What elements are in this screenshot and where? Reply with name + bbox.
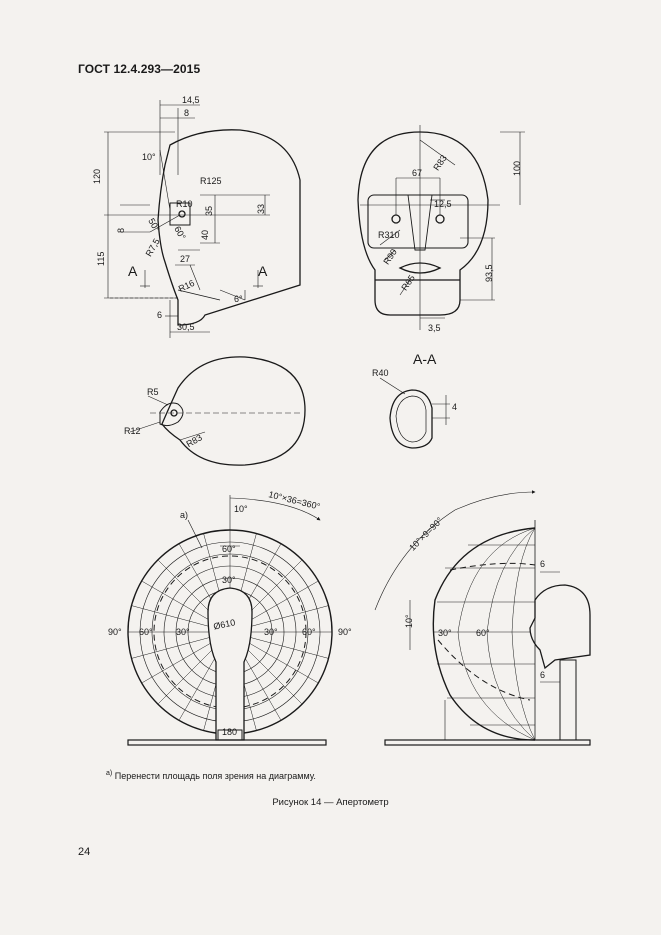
dim-label: 60° xyxy=(139,627,153,637)
dim-label: 30° xyxy=(264,627,278,637)
dim-label: R7,5 xyxy=(144,237,162,258)
dim-label: 30° xyxy=(222,575,236,585)
dim-label: 10° xyxy=(142,152,156,162)
dim-label: 33 xyxy=(256,204,266,214)
perimeter-side: 10°×9=90° 6 10° 30° 60° 6 xyxy=(374,490,591,746)
dim-label: R83 xyxy=(431,153,449,172)
dim-label: 67 xyxy=(412,168,422,178)
dim-label: 93,5 xyxy=(484,264,494,282)
dim-label: 3,5 xyxy=(428,323,441,333)
dim-label: 40 xyxy=(200,230,210,240)
dim-label: 6° xyxy=(234,294,243,304)
dim-label: 14,5 xyxy=(182,95,200,105)
dim-label: R65 xyxy=(399,273,417,292)
top-view: R5 R12 R83 xyxy=(124,356,306,466)
footnote-marker: а) xyxy=(106,770,113,777)
front-view: 100 R83 67 12,5 R310 R90 R65 93,5 3,5 xyxy=(357,125,525,333)
dim-label: 6 xyxy=(157,310,162,320)
dim-label: 12,5 xyxy=(434,199,452,209)
dim-label: 120 xyxy=(92,169,102,184)
figure-caption: Рисунок 14 — Апертометр xyxy=(272,797,389,808)
page-number: 24 xyxy=(78,846,91,858)
dim-label: 27 xyxy=(180,254,190,264)
dim-label: R310 xyxy=(378,230,400,240)
note-marker: a) xyxy=(180,510,188,520)
dim-label: 8 xyxy=(184,108,189,118)
dim-label: R5 xyxy=(147,387,159,397)
side-view: 14,5 8 10° 120 R125 R10 35 33 8 50° 40 6… xyxy=(92,95,301,338)
dim-label: 60° xyxy=(476,628,490,638)
dim-label: 35 xyxy=(204,206,214,216)
section-view: A-A R40 4 xyxy=(372,351,457,449)
dim-label: R10 xyxy=(176,199,193,209)
dim-label: R90 xyxy=(381,247,399,266)
dim-label: 60° xyxy=(302,627,316,637)
dim-label: 180 xyxy=(222,727,237,737)
dim-label: R125 xyxy=(200,176,222,186)
dim-label: 6 xyxy=(540,559,545,569)
standard-header: ГОСТ 12.4.293—2015 xyxy=(78,62,201,76)
footnote: а) Перенести площадь поля зрения на диаг… xyxy=(106,770,316,781)
dim-label: 6 xyxy=(540,670,545,680)
dim-label: 8 xyxy=(116,228,126,233)
dim-label: 30° xyxy=(176,627,190,637)
section-title: A-A xyxy=(413,351,437,367)
dim-label: R40 xyxy=(372,368,389,378)
dim-label: R12 xyxy=(124,426,141,436)
perimeter-front: a) 10°×36=360° 10° 60° 30° 90° 60° 30° Ø… xyxy=(108,489,352,746)
footnote-text: Перенести площадь поля зрения на диаграм… xyxy=(114,771,316,781)
dim-label: 10°×9=90° xyxy=(407,515,445,553)
section-mark: A xyxy=(258,263,268,279)
section-mark: A xyxy=(128,263,138,279)
dim-label: 30° xyxy=(438,628,452,638)
dim-label: 10° xyxy=(234,504,248,514)
dim-label: 10°×36=360° xyxy=(268,489,322,512)
dim-label: 115 xyxy=(96,252,106,266)
dim-label: 4 xyxy=(452,402,457,412)
dim-label: 60° xyxy=(172,225,188,242)
dim-label: 90° xyxy=(108,627,122,637)
dim-label: 100 xyxy=(512,161,522,176)
dim-label: 60° xyxy=(222,544,236,554)
dim-label: Ø610 xyxy=(213,617,237,631)
dim-label: R16 xyxy=(177,278,196,294)
dim-label: 90° xyxy=(338,627,352,637)
dim-label: 10° xyxy=(404,614,414,628)
dim-label: 30,5 xyxy=(177,322,195,332)
dim-label: R83 xyxy=(185,432,204,449)
